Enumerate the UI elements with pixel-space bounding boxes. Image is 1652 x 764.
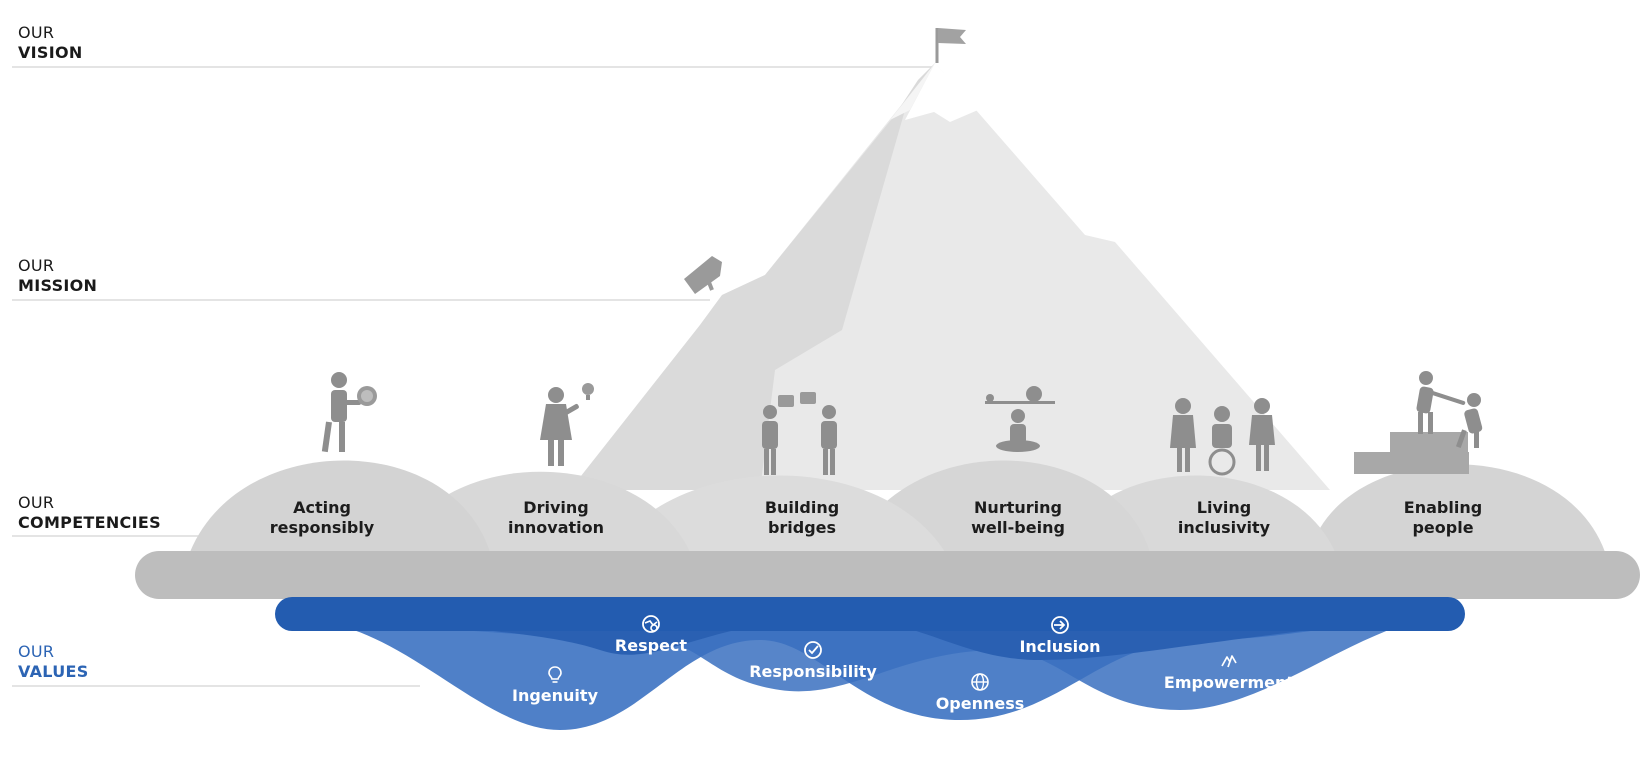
competency-enabling-people: Enabling people bbox=[1363, 498, 1523, 538]
value-responsibility: Responsibility bbox=[728, 640, 898, 682]
level-values-pre: OUR bbox=[18, 642, 55, 661]
hands-icon bbox=[1221, 655, 1237, 668]
globe-icon bbox=[971, 673, 989, 691]
mountain bbox=[570, 28, 1330, 490]
value-empowerment: Empowerment bbox=[1144, 651, 1314, 693]
competency-line1: Driving bbox=[523, 498, 589, 517]
competency-line2: innovation bbox=[508, 518, 604, 537]
helping-hand-icon bbox=[1354, 371, 1483, 474]
person-with-idea-icon bbox=[540, 383, 594, 466]
competency-living-inclusivity: Living inclusivity bbox=[1144, 498, 1304, 538]
competency-line2: people bbox=[1412, 518, 1474, 537]
signpost-icon bbox=[684, 256, 722, 294]
competency-line2: inclusivity bbox=[1177, 518, 1271, 537]
value-respect: Respect bbox=[566, 614, 736, 656]
value-label: Openness bbox=[935, 694, 1025, 713]
flag-icon bbox=[938, 28, 966, 44]
competency-platform bbox=[135, 551, 1640, 599]
enter-arrow-icon bbox=[1051, 616, 1069, 634]
value-label: Responsibility bbox=[749, 662, 877, 681]
level-values-title: VALUES bbox=[18, 662, 89, 681]
respect-icon bbox=[642, 615, 660, 633]
level-competencies: OUR COMPETENCIES bbox=[18, 493, 161, 533]
check-circle-icon bbox=[804, 641, 822, 659]
competency-line2: bridges bbox=[767, 518, 837, 537]
level-mission: OUR MISSION bbox=[18, 256, 97, 296]
values-bar bbox=[275, 597, 1465, 631]
competency-line1: Living bbox=[1196, 498, 1252, 517]
people-building-bridges-icon bbox=[762, 392, 837, 475]
values-water bbox=[275, 597, 1465, 730]
competency-driving-innovation: Driving innovation bbox=[476, 498, 636, 538]
snow-cap bbox=[905, 63, 978, 122]
competency-building-bridges: Building bridges bbox=[722, 498, 882, 538]
competency-line1: Enabling bbox=[1403, 498, 1483, 517]
level-mission-title: MISSION bbox=[18, 276, 98, 295]
value-label: Inclusion bbox=[1019, 637, 1101, 656]
value-label: Respect bbox=[614, 636, 688, 655]
person-with-globe-icon bbox=[321, 372, 377, 453]
competency-line1: Building bbox=[764, 498, 840, 517]
level-vision-title: VISION bbox=[18, 43, 83, 62]
level-mission-pre: OUR bbox=[18, 256, 55, 275]
hills bbox=[190, 460, 1605, 552]
level-vision: OUR VISION bbox=[18, 23, 83, 63]
level-competencies-pre: OUR bbox=[18, 493, 55, 512]
hill-enabling bbox=[1310, 464, 1605, 552]
competency-line2: responsibly bbox=[269, 518, 375, 537]
value-ingenuity: Ingenuity bbox=[470, 664, 640, 706]
level-vision-pre: OUR bbox=[18, 23, 55, 42]
value-openness: Openness bbox=[895, 672, 1065, 714]
level-competencies-title: COMPETENCIES bbox=[18, 513, 161, 532]
competency-line1: Acting bbox=[293, 498, 351, 517]
value-label: Empowerment bbox=[1163, 673, 1295, 692]
value-inclusion: Inclusion bbox=[975, 615, 1145, 657]
competency-line1: Nurturing bbox=[974, 498, 1062, 517]
competency-line2: well-being bbox=[971, 518, 1065, 537]
mountain-snow bbox=[890, 63, 935, 120]
level-lines bbox=[12, 66, 935, 687]
lightbulb-icon bbox=[548, 666, 562, 683]
level-values: OUR VALUES bbox=[18, 642, 89, 682]
inclusive-group-icon bbox=[1170, 398, 1275, 476]
figures bbox=[321, 371, 1483, 476]
competency-nurturing-well-being: Nurturing well-being bbox=[938, 498, 1098, 538]
hill-bridges bbox=[610, 475, 945, 552]
mountain-shade bbox=[570, 63, 935, 490]
hill-responsibly bbox=[190, 460, 490, 552]
meditating-person-icon bbox=[985, 386, 1055, 452]
value-label: Ingenuity bbox=[512, 686, 598, 705]
competency-acting-responsibly: Acting responsibly bbox=[242, 498, 402, 538]
